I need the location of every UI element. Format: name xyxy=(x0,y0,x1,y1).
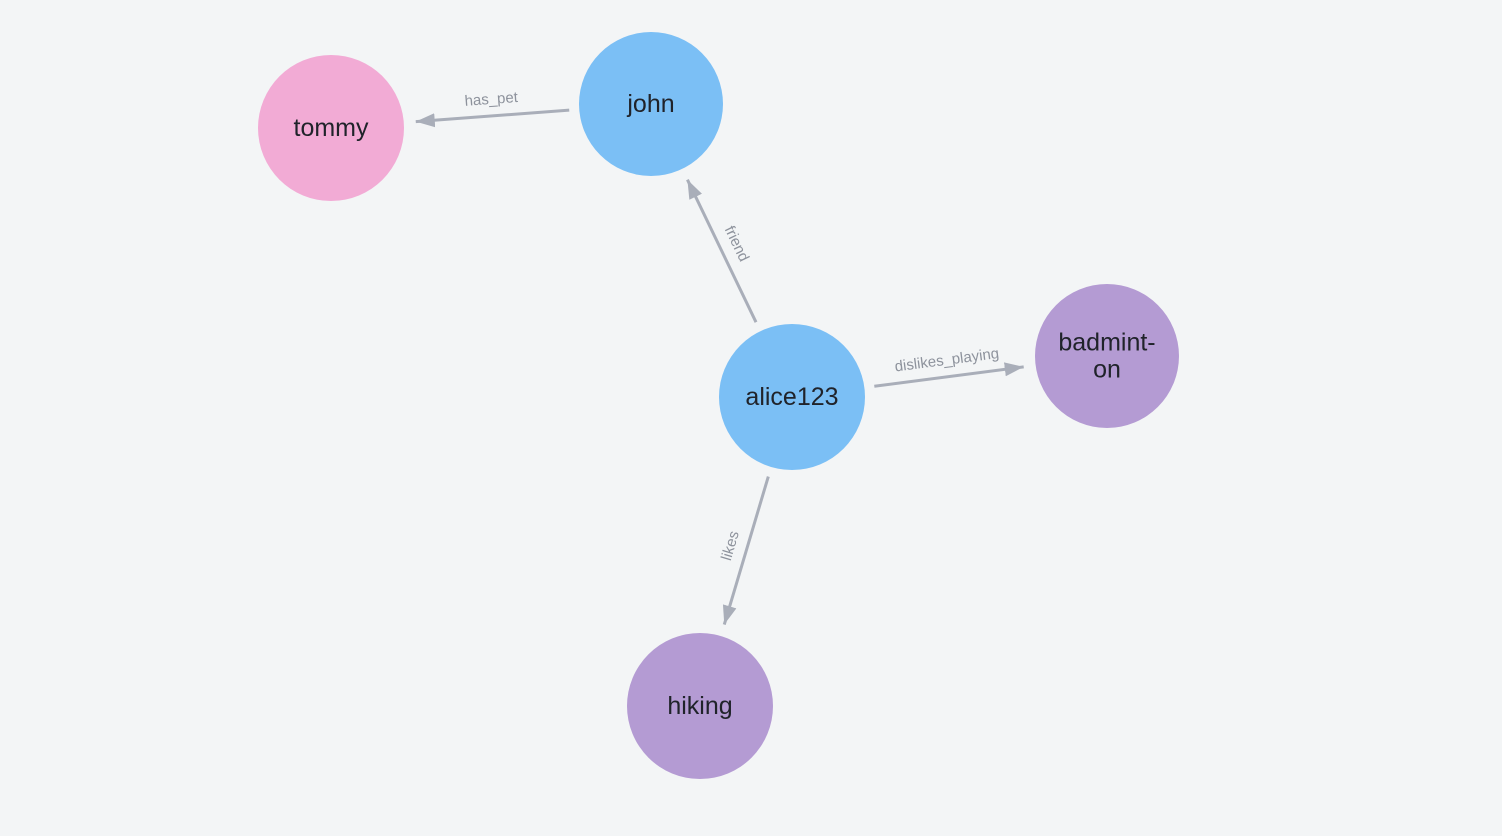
node-circle-hiking[interactable] xyxy=(627,633,773,779)
edge-line-dislikes_playing[interactable] xyxy=(874,362,1024,388)
node-circle-alice123[interactable] xyxy=(719,324,865,470)
edge-line-friend[interactable] xyxy=(686,179,758,323)
node-circle-tommy[interactable] xyxy=(258,55,404,201)
edge-line-likes[interactable] xyxy=(722,476,770,625)
node-circle-badminton[interactable] xyxy=(1035,284,1179,428)
edge-label-has_pet[interactable]: has_pet xyxy=(464,89,519,110)
edge-line-has_pet[interactable] xyxy=(415,108,570,128)
node-circle-john[interactable] xyxy=(579,32,723,176)
edge-label-likes[interactable]: likes xyxy=(718,529,743,563)
